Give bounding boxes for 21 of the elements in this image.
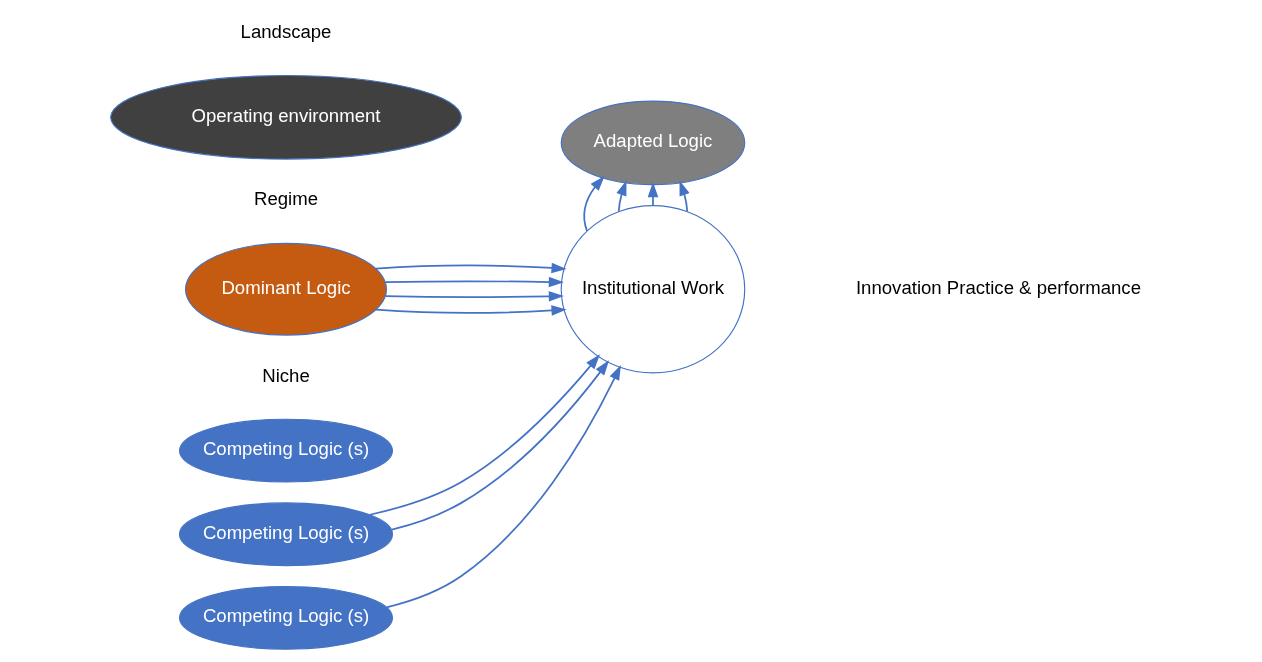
node-ellipse: Competing Logic (s) (178, 502, 393, 567)
label: Innovation Practice & performance (855, 276, 1141, 298)
label: Regime (253, 188, 318, 210)
node-ellipse: Dominant Logic (184, 242, 387, 336)
arrow (374, 305, 567, 316)
node-ellipse: Competing Logic (s) (178, 418, 393, 483)
arrow (385, 364, 621, 609)
arrow (647, 182, 658, 207)
arrow (582, 175, 605, 232)
arrow (615, 180, 626, 213)
node-ellipse: Adapted Logic (560, 100, 745, 186)
arrow (384, 291, 564, 302)
label: Landscape (240, 21, 331, 43)
node-ellipse: Operating environment (109, 74, 462, 160)
arrow (384, 276, 564, 288)
arrow (368, 354, 600, 516)
node-ellipse: Competing Logic (s) (178, 585, 393, 650)
arrow (390, 360, 609, 531)
arrow (374, 262, 567, 274)
arrow (679, 180, 690, 213)
label: Niche (261, 364, 310, 386)
